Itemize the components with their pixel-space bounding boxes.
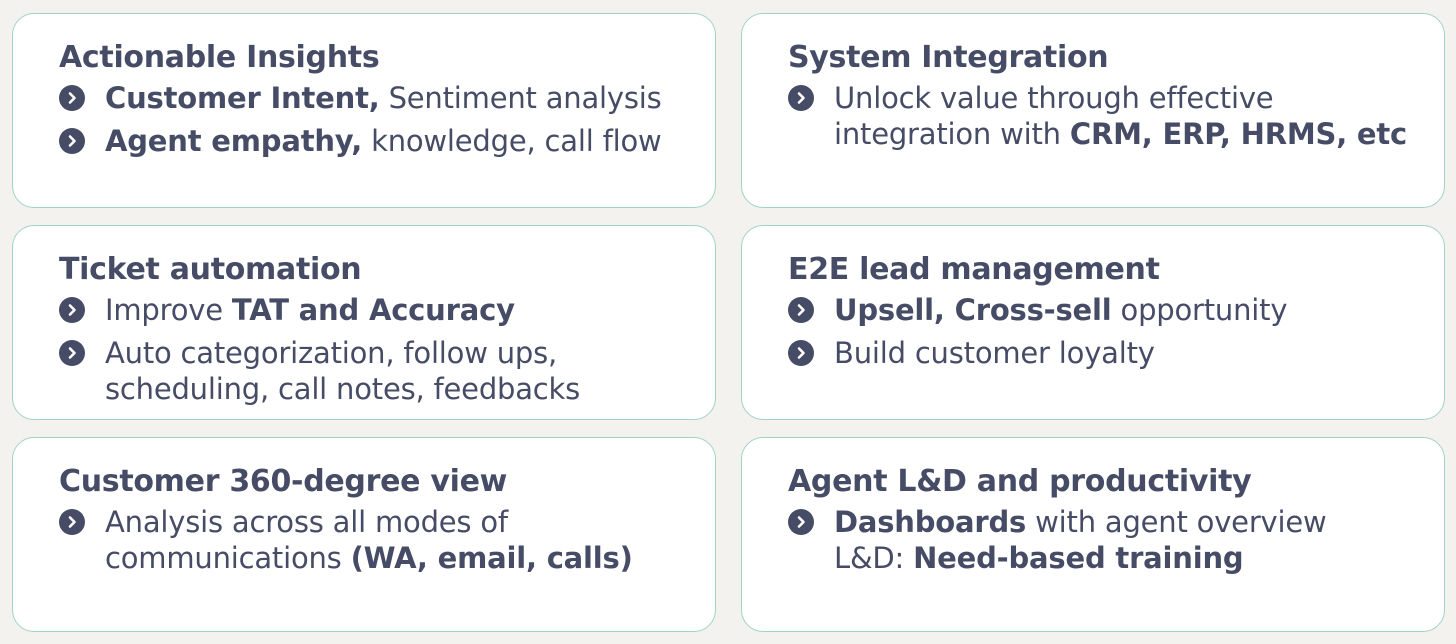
bullet-text: Customer Intent, Sentiment analysis (105, 80, 662, 116)
text-segment: Build customer loyalty (834, 336, 1155, 370)
text-segment: Analysis across all modes of (105, 505, 508, 539)
card-title: Customer 360-degree view (59, 464, 508, 499)
bullet-item: Improve TAT and Accuracy (59, 292, 695, 328)
bullet-line: Improve TAT and Accuracy (105, 292, 515, 328)
text-segment: opportunity (1111, 293, 1288, 327)
bold-segment: TAT and Accuracy (231, 293, 515, 327)
bullet-text: Improve TAT and Accuracy (105, 292, 515, 328)
bullet-line: integration with CRM, ERP, HRMS, etc (834, 116, 1407, 152)
bullet-line: L&D: Need-based training (834, 540, 1327, 576)
chevron-right-circle-icon (788, 85, 814, 111)
text-segment: integration with (834, 117, 1070, 151)
text-segment: Sentiment analysis (379, 81, 662, 115)
bullet-text: Auto categorization, follow ups,scheduli… (105, 335, 580, 407)
bold-segment: Dashboards (834, 505, 1027, 539)
bullet-item: Build customer loyalty (788, 335, 1424, 371)
bullet-item: Upsell, Cross-sell opportunity (788, 292, 1424, 328)
bullet-line: Build customer loyalty (834, 335, 1155, 371)
text-segment: with agent overview (1026, 505, 1327, 539)
card-title: Agent L&D and productivity (788, 464, 1252, 499)
card-title: E2E lead management (788, 252, 1160, 287)
bullet-line: Upsell, Cross-sell opportunity (834, 292, 1287, 328)
bullet-line: Agent empathy, knowledge, call flow (105, 123, 662, 159)
bullet-text: Upsell, Cross-sell opportunity (834, 292, 1287, 328)
text-segment: Auto categorization, follow ups, (105, 336, 558, 370)
card-title: Actionable Insights (59, 40, 380, 75)
chevron-right-circle-icon (59, 297, 85, 323)
bullet-line: Customer Intent, Sentiment analysis (105, 80, 662, 116)
bullet-text: Build customer loyalty (834, 335, 1155, 371)
card-title: Ticket automation (59, 252, 362, 287)
chevron-right-circle-icon (59, 128, 85, 154)
card-title: System Integration (788, 40, 1109, 75)
bullet-line: scheduling, call notes, feedbacks (105, 371, 580, 407)
bullet-line: Analysis across all modes of (105, 504, 633, 540)
chevron-right-circle-icon (59, 509, 85, 535)
chevron-right-circle-icon (788, 340, 814, 366)
text-segment: Improve (105, 293, 232, 327)
text-segment: Unlock value through effective (834, 81, 1274, 115)
chevron-right-circle-icon (59, 340, 85, 366)
bullet-line: Auto categorization, follow ups, (105, 335, 580, 371)
bullet-item: Customer Intent, Sentiment analysis (59, 80, 695, 116)
text-segment: scheduling, call notes, feedbacks (105, 372, 581, 406)
bold-segment: CRM, ERP, HRMS, etc (1069, 117, 1408, 151)
bold-segment: (WA, email, calls) (350, 541, 633, 575)
chevron-right-circle-icon (788, 297, 814, 323)
bullet-line: Unlock value through effective (834, 80, 1407, 116)
bold-segment: Need-based training (913, 541, 1244, 575)
chevron-right-circle-icon (59, 85, 85, 111)
bullet-line: Dashboards with agent overview (834, 504, 1327, 540)
bullet-line: communications (WA, email, calls) (105, 540, 633, 576)
bold-segment: Customer Intent, (105, 81, 380, 115)
bold-segment: Agent empathy, (105, 124, 363, 158)
bold-segment: Upsell, Cross-sell (834, 293, 1112, 327)
bullet-text: Agent empathy, knowledge, call flow (105, 123, 662, 159)
chevron-right-circle-icon (788, 509, 814, 535)
text-segment: communications (105, 541, 351, 575)
bullet-item: Agent empathy, knowledge, call flow (59, 123, 695, 159)
bullet-item: Auto categorization, follow ups,scheduli… (59, 335, 695, 407)
text-segment: L&D: (834, 541, 914, 575)
text-segment: knowledge, call flow (362, 124, 662, 158)
